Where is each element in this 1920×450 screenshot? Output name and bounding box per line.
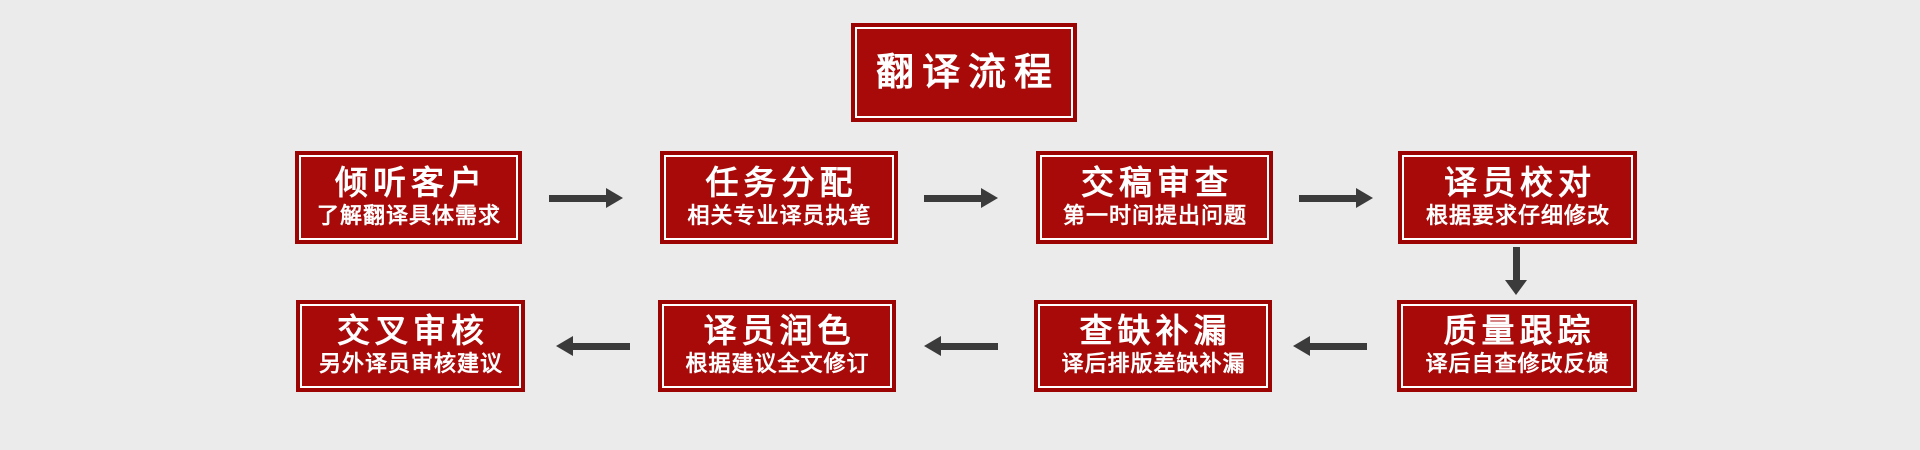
arrow-left-icon: [556, 336, 630, 356]
flow-box-inner: 倾听客户 了解翻译具体需求: [299, 155, 518, 240]
flow-box-cross-review: 交叉审核 另外译员审核建议: [296, 300, 525, 392]
flow-box-gap-filling: 查缺补漏 译后排版差缺补漏: [1034, 300, 1272, 392]
box-subtitle: 相关专业译员执笔: [687, 203, 872, 229]
box-heading: 查缺补漏: [1079, 311, 1232, 351]
flow-box-quality-tracking: 质量跟踪 译后自查修改反馈: [1397, 300, 1637, 392]
arrow-left-icon: [1293, 336, 1367, 356]
box-heading: 译员校对: [1444, 162, 1596, 202]
flow-box-inner: 译员校对 根据要求仔细修改: [1402, 155, 1633, 240]
arrow-head: [606, 188, 623, 208]
box-subtitle: 根据建议全文修订: [685, 352, 870, 378]
box-heading: 交稿审查: [1081, 162, 1233, 202]
box-subtitle: 另外译员审核建议: [318, 352, 503, 378]
flow-box-inner: 译员润色 根据建议全文修订: [662, 304, 892, 388]
flow-title-box-inner: 翻译流程: [855, 27, 1073, 118]
box-heading: 任务分配: [705, 162, 858, 202]
box-subtitle: 根据要求仔细修改: [1425, 203, 1610, 229]
arrow-left-icon: [924, 336, 998, 356]
flow-box-inner: 质量跟踪 译后自查修改反馈: [1401, 304, 1633, 388]
box-heading: 质量跟踪: [1443, 311, 1596, 351]
arrow-shaft: [941, 342, 998, 350]
flow-box-listen-client: 倾听客户 了解翻译具体需求: [295, 151, 522, 244]
box-subtitle: 第一时间提出问题: [1062, 203, 1247, 229]
flow-title: 翻译流程: [875, 49, 1060, 94]
flow-box-inner: 任务分配 相关专业译员执笔: [664, 155, 894, 240]
box-subtitle: 译后排版差缺补漏: [1061, 352, 1246, 378]
arrow-down-icon: [1505, 247, 1527, 295]
arrow-right-icon: [1299, 188, 1373, 208]
arrow-right-icon: [549, 188, 623, 208]
box-subtitle: 了解翻译具体需求: [316, 203, 501, 229]
arrow-shaft: [573, 342, 630, 350]
box-heading: 译员润色: [703, 311, 856, 351]
arrow-shaft: [1299, 194, 1356, 202]
box-heading: 交叉审核: [337, 311, 489, 351]
arrow-head: [1293, 336, 1310, 356]
flow-box-inner: 查缺补漏 译后排版差缺补漏: [1038, 304, 1268, 388]
arrow-right-icon: [924, 188, 998, 208]
arrow-head: [1505, 280, 1527, 295]
flow-box-draft-review: 交稿审查 第一时间提出问题: [1036, 151, 1273, 244]
arrow-shaft: [924, 194, 981, 202]
flow-box-task-assignment: 任务分配 相关专业译员执笔: [660, 151, 898, 244]
flow-box-translator-proofread: 译员校对 根据要求仔细修改: [1398, 151, 1637, 244]
arrow-shaft: [549, 194, 606, 202]
arrow-head: [924, 336, 941, 356]
arrow-head: [981, 188, 998, 208]
arrow-head: [1356, 188, 1373, 208]
arrow-head: [556, 336, 573, 356]
flow-box-inner: 交稿审查 第一时间提出问题: [1040, 155, 1269, 240]
arrow-shaft: [1310, 342, 1367, 350]
flow-box-inner: 交叉审核 另外译员审核建议: [300, 304, 521, 388]
box-subtitle: 译后自查修改反馈: [1425, 352, 1610, 378]
flow-title-box: 翻译流程: [851, 23, 1077, 122]
box-heading: 倾听客户: [335, 162, 487, 202]
flow-box-translator-polish: 译员润色 根据建议全文修订: [658, 300, 896, 392]
arrow-shaft: [1512, 247, 1520, 280]
